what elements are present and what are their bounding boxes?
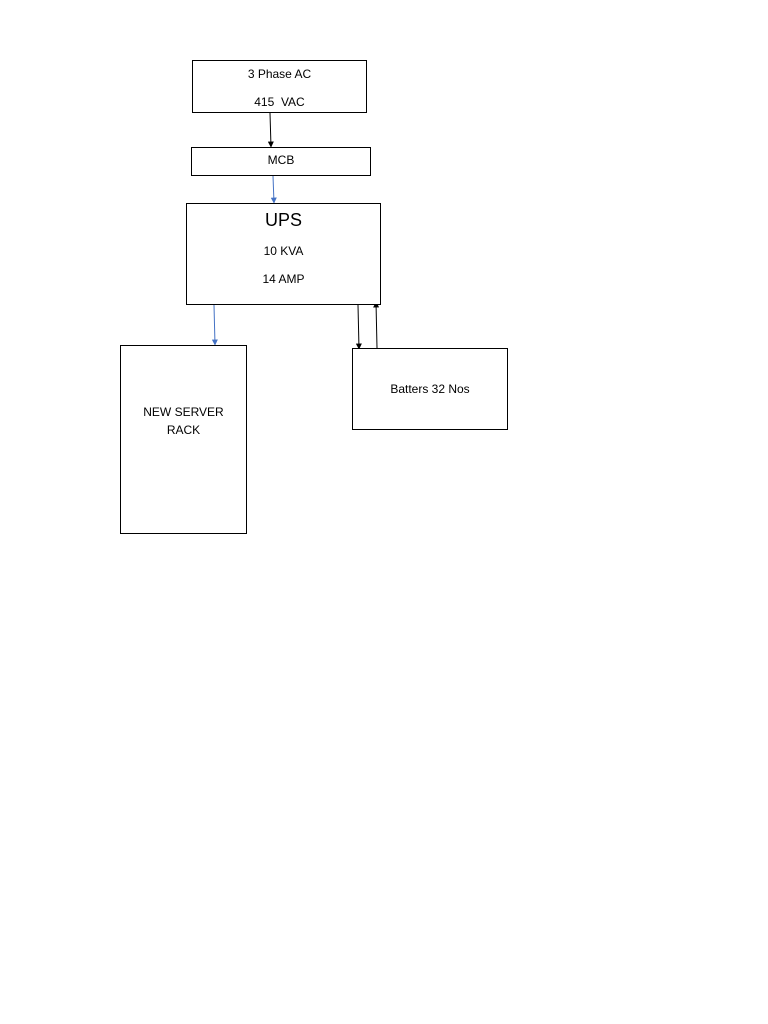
mcb-box: MCB bbox=[191, 147, 371, 176]
ups-box: UPS 10 KVA 14 AMP bbox=[186, 203, 381, 305]
mcb-label: MCB bbox=[267, 153, 295, 167]
server-rack-label-line1: NEW SERVER bbox=[143, 405, 224, 419]
edge-batteries-to-ups bbox=[373, 301, 380, 349]
edge-ac-to-mcb bbox=[267, 112, 274, 148]
ups-capacity-label: 10 KVA bbox=[263, 244, 304, 258]
ups-title: UPS bbox=[264, 210, 302, 230]
ups-current-label: 14 AMP bbox=[262, 272, 305, 286]
batteries-label: Batters 32 Nos bbox=[390, 382, 470, 396]
ac-source-phase-label: 3 Phase AC bbox=[247, 67, 312, 81]
edge-ups-to-rack bbox=[211, 304, 218, 346]
ac-source-voltage-label: 415 VAC bbox=[254, 95, 305, 109]
edge-ups-to-batteries bbox=[355, 304, 362, 350]
server-rack-label-line2: RACK bbox=[166, 423, 201, 437]
server-rack-box: NEW SERVER RACK bbox=[120, 345, 247, 534]
ac-source-box: 3 Phase AC 415 VAC bbox=[192, 60, 367, 113]
batteries-box: Batters 32 Nos bbox=[352, 348, 508, 430]
edge-mcb-to-ups bbox=[270, 175, 277, 204]
